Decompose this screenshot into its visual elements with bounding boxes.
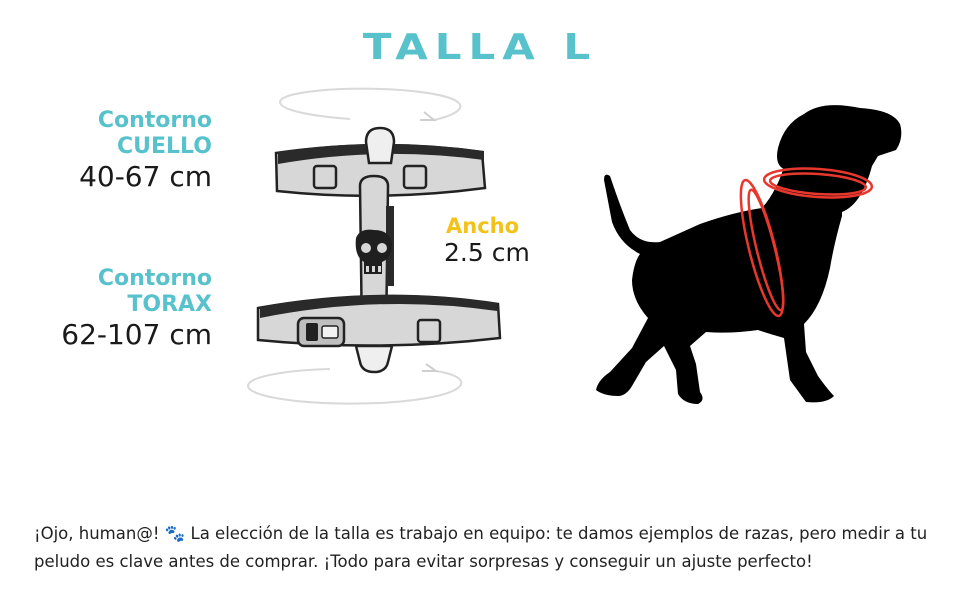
chest-d-ring-icon xyxy=(354,344,394,374)
chest-label-line1: Contorno xyxy=(97,266,212,291)
dog-silhouette xyxy=(596,105,902,404)
note-intro: ¡Ojo, human@! xyxy=(34,524,160,543)
chest-value: 62-107 cm xyxy=(61,318,212,351)
neck-d-ring-icon xyxy=(364,126,396,165)
harness-illustration xyxy=(246,87,502,405)
width-label: Ancho xyxy=(446,214,520,238)
neck-measure-ring xyxy=(762,167,874,199)
width-value: 2.5 cm xyxy=(444,238,530,267)
skull-charm-icon xyxy=(355,229,392,274)
release-buckle-icon xyxy=(296,316,346,348)
note-body: La elección de la talla es trabajo en eq… xyxy=(34,524,928,571)
neck-measure-ring-inner xyxy=(768,172,868,196)
measure-rings xyxy=(739,167,874,318)
dog-ear xyxy=(777,114,808,170)
chest-rotation-arrow-icon xyxy=(246,363,463,405)
neck-rotation-arrow-icon xyxy=(278,87,462,121)
chest-measure-ring-inner xyxy=(747,188,785,312)
chest-label: Contorno TORAX xyxy=(98,266,212,318)
neck-label-line1: Contorno xyxy=(97,108,212,133)
neck-label-line2: CUELLO xyxy=(117,134,212,159)
size-title: TALLA L xyxy=(362,25,598,68)
neck-label: Contorno CUELLO xyxy=(98,108,212,160)
paw-print-icon: 🐾 xyxy=(164,524,186,543)
sizing-note: ¡Ojo, human@! 🐾 La elección de la talla … xyxy=(34,520,954,576)
neck-value: 40-67 cm xyxy=(79,160,212,193)
chest-label-line2: TORAX xyxy=(127,292,212,317)
